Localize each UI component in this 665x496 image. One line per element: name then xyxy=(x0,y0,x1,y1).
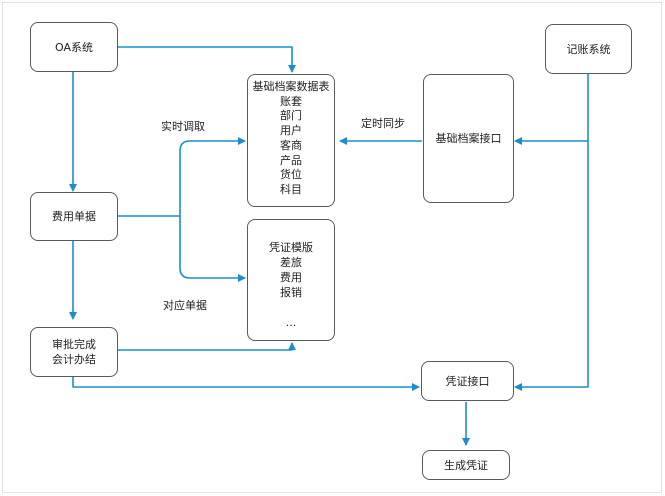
node-text-line: 差旅 xyxy=(280,256,302,269)
node-voucher-api[interactable]: 凭证接口 xyxy=(421,361,514,401)
node-generate-voucher[interactable]: 生成凭证 xyxy=(422,450,510,480)
node-text-line xyxy=(289,300,293,315)
node-text-line: ... xyxy=(285,316,297,329)
node-text-line: 生成凭证 xyxy=(444,458,488,472)
node-text-line: 凭证模版 xyxy=(269,241,313,254)
node-text-line: 部门 xyxy=(280,109,302,123)
node-text-line: 用户 xyxy=(280,124,302,138)
label-realtime-fetch: 实时调取 xyxy=(161,120,205,133)
node-text-line: 客商 xyxy=(280,138,302,152)
node-text-line: 费用 xyxy=(280,271,302,284)
arrow-oa-to-archive xyxy=(118,46,296,73)
node-text-line: 记账系统 xyxy=(566,42,611,56)
node-expense-document[interactable]: 费用单据 xyxy=(30,192,118,241)
node-text-line: 凭证接口 xyxy=(445,374,490,388)
node-text-line: OA系统 xyxy=(55,40,93,54)
label-matching-document: 对应单据 xyxy=(163,299,207,312)
node-text-line: 会计办结 xyxy=(52,353,96,366)
arrow-feiyong-to-archive xyxy=(118,137,246,217)
node-text-line: 货位 xyxy=(280,168,302,182)
node-oa-system[interactable]: OA系统 xyxy=(30,22,118,72)
label-scheduled-sync: 定时同步 xyxy=(361,117,405,130)
node-accounting-system[interactable]: 记账系统 xyxy=(545,24,632,74)
node-text-line: 审批完成 xyxy=(52,338,96,351)
arrow-shenpi-to-voucher-api xyxy=(72,377,420,391)
node-voucher-template[interactable]: 凭证模版差旅费用报销 ... xyxy=(247,219,335,341)
arrow-jizhang-to-archive-api xyxy=(514,74,589,145)
node-text-line: 账套 xyxy=(280,94,302,108)
node-text-line: 费用单据 xyxy=(52,210,96,223)
node-text-line: 科目 xyxy=(280,182,302,196)
node-base-archive-table[interactable]: 基础档案数据表账套部门用户客商产品货位科目 xyxy=(247,74,335,207)
arrow-jizhang-to-voucher-api xyxy=(514,141,589,391)
node-text-line: 基础档案接口 xyxy=(435,132,502,145)
node-approval-complete[interactable]: 审批完成会计办结 xyxy=(30,327,118,377)
arrow-shenpi-to-voucher-template xyxy=(118,342,296,351)
arrow-feiyong-to-voucher-template xyxy=(179,216,246,282)
node-base-archive-api[interactable]: 基础档案接口 xyxy=(423,74,514,203)
node-text-line: 报销 xyxy=(280,286,302,299)
node-text-line: 基础档案数据表 xyxy=(252,80,330,93)
node-text-line: 产品 xyxy=(280,153,302,167)
